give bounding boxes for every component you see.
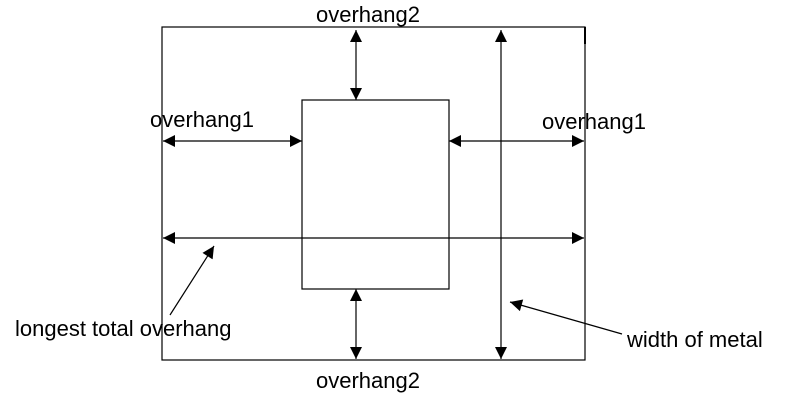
longest-total-overhang-label: longest total overhang [15, 316, 232, 341]
width-of-metal-leader [509, 299, 623, 335]
longest-total-overhang-leader [169, 245, 215, 316]
metal-outline [161, 26, 586, 361]
overhang2-bottom-label: overhang2 [316, 368, 420, 393]
width-of-metal-label: width of metal [626, 327, 763, 352]
via-square [301, 99, 450, 290]
overhang1-left-label: overhang1 [150, 107, 254, 132]
overhang2-top-label: overhang2 [316, 2, 420, 27]
overhang1-right-label: overhang1 [542, 109, 646, 134]
